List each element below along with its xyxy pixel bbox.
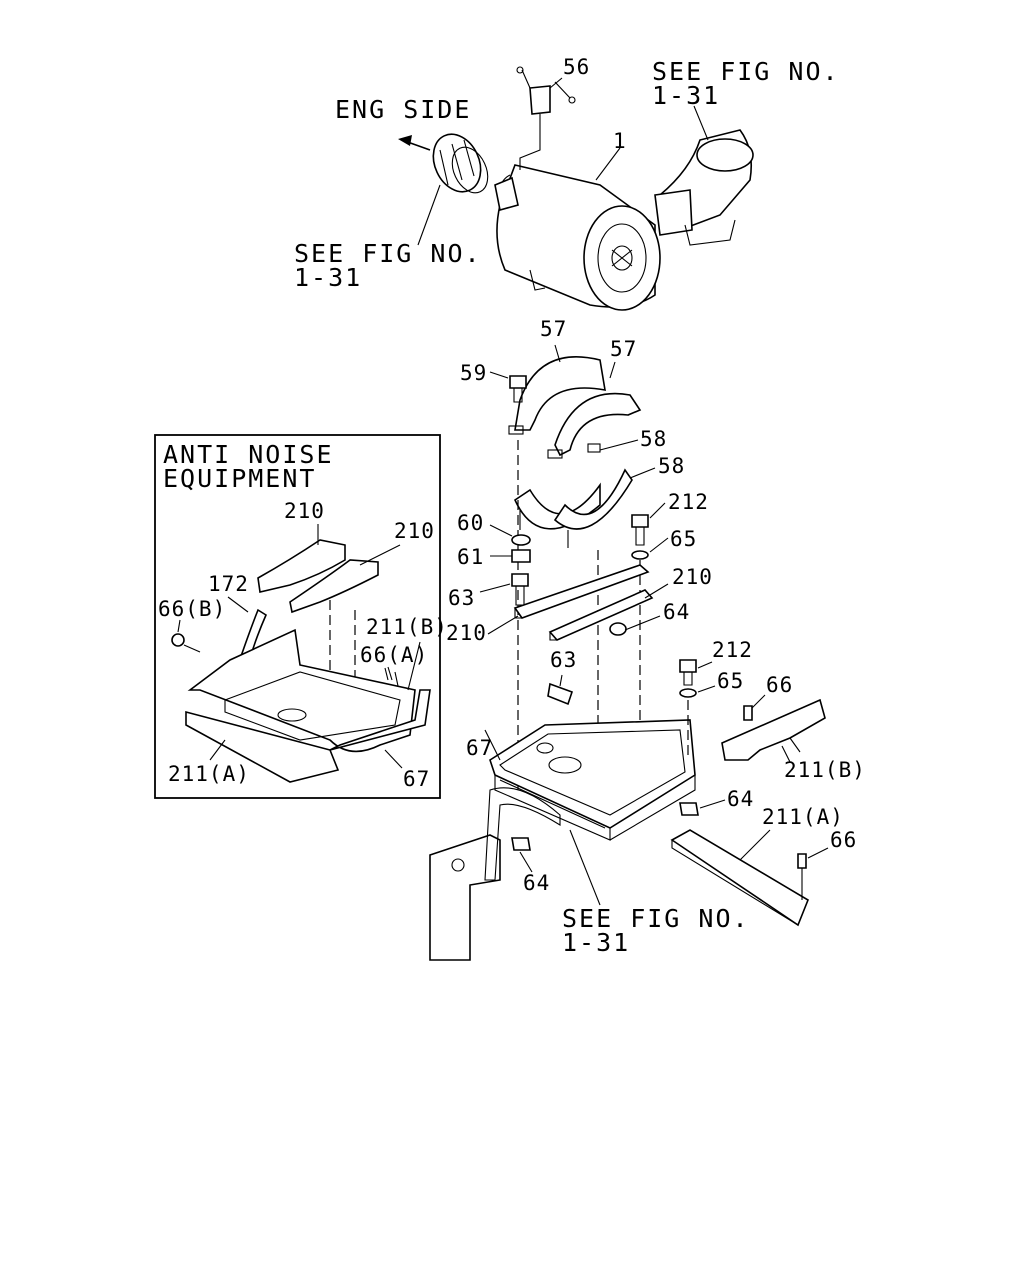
inset-title-line2: EQUIPMENT (163, 464, 316, 493)
inset-callout-210-right: 210 (394, 519, 435, 543)
callout-212-upper: 212 (668, 490, 709, 514)
inset-callout-66b: 66(B) (158, 597, 226, 621)
covers (670, 694, 829, 927)
callout-60: 60 (457, 511, 484, 535)
callout-59: 59 (460, 361, 487, 385)
inset-callout-66a: 66(A) (360, 643, 428, 667)
callout-61: 61 (457, 545, 484, 569)
callout-66-lower: 66 (830, 828, 857, 852)
inset-callout-211b: 211(B) (366, 615, 448, 639)
callout-58-lower: 58 (658, 454, 685, 478)
inset-callout-67: 67 (403, 767, 430, 791)
callout-67: 67 (466, 736, 493, 760)
callout-58-upper: 58 (640, 427, 667, 451)
inset-callout-172: 172 (208, 572, 249, 596)
callout-65-lower: 65 (717, 669, 744, 693)
callout-210-left: 210 (446, 621, 487, 645)
mounting-bands (479, 344, 669, 790)
callout-56: 56 (563, 55, 590, 79)
callout-211b: 211(B) (784, 758, 866, 782)
see-fig-note-bottom-line1: SEE FIG NO. (562, 904, 750, 933)
tray-assembly (429, 564, 726, 961)
see-fig-note-left-line1: SEE FIG NO. (294, 239, 482, 268)
callout-211a: 211(A) (762, 805, 844, 829)
callout-64-right: 64 (727, 787, 754, 811)
callout-212-lower: 212 (712, 638, 753, 662)
see-fig-note-left-line2: 1-31 (294, 263, 362, 292)
inset-callout-211a: 211(A) (168, 762, 250, 786)
callout-63-lower: 63 (550, 648, 577, 672)
inset-callout-210-left: 210 (284, 499, 325, 523)
callout-66-upper: 66 (766, 673, 793, 697)
inset-title-line1: ANTI NOISE (163, 440, 334, 469)
callout-63-upper: 63 (448, 586, 475, 610)
callout-57-right: 57 (610, 337, 637, 361)
eng-side-label: ENG SIDE (335, 95, 471, 124)
callout-1: 1 (613, 129, 627, 153)
callout-210-right: 210 (672, 565, 713, 589)
see-fig-note-top-line2: 1-31 (652, 81, 720, 110)
callout-65-upper: 65 (670, 527, 697, 551)
callout-57-left: 57 (540, 317, 567, 341)
see-fig-note-bottom-line2: 1-31 (562, 928, 630, 957)
see-fig-note-top-line1: SEE FIG NO. (652, 57, 840, 86)
air-cleaner-assembly (398, 66, 754, 311)
inset-anti-noise (154, 434, 441, 799)
callout-64-upper: 64 (663, 600, 690, 624)
callout-64-lower: 64 (523, 871, 550, 895)
text-labels: ENG SIDE SEE FIG NO. 1-31 SEE FIG NO. 1-… (158, 55, 866, 957)
